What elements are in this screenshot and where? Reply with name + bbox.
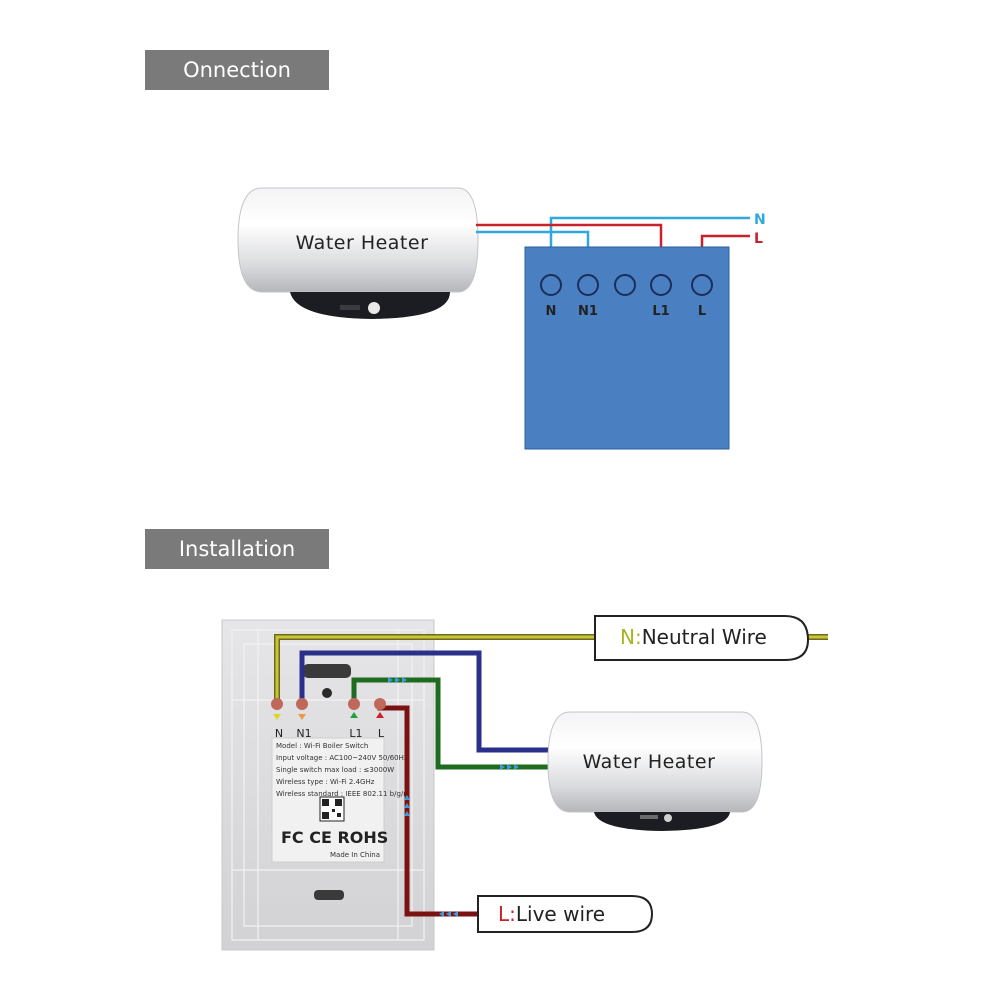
plate-terminal-n [271,698,283,710]
section-title-installation: Installation [145,529,329,569]
terminal-l1 [650,274,672,296]
cert-marks: FC CE ROHS [281,828,388,847]
module-terminals [540,274,713,296]
terminal-label-l: L [698,304,706,319]
plate-slot-bottom [314,890,344,900]
plate-terminal-l1 [348,698,360,710]
spec-line-load: Single switch max load : ≤3000W [276,766,394,774]
spec-line-model: Model : Wi-Fi Boiler Switch [276,742,368,750]
terminal-label-l1: L1 [652,304,669,319]
plate-ribs [231,629,425,941]
plate-terminal-l [374,698,386,710]
switch-module [524,246,730,450]
plate-slot-top [303,664,351,678]
water-heater-bottom: Water Heater [547,711,763,831]
heater-knob-icon [368,302,380,314]
plate-terminal-n1 [296,698,308,710]
spec-line-voltage: Input voltage : AC100~240V 50/60HZ [276,754,409,762]
terminal-n1 [577,274,599,296]
spec-line-wireless: Wireless type : Wi-Fi 2.4GHz [276,778,375,786]
plate-label-n1: N1 [296,727,311,740]
terminal-n [540,274,562,296]
neutral-wire-label: N [754,212,766,228]
spec-line-standard: Wireless standard : IEEE 802.11 b/g/n [276,790,408,798]
section-title-connection: Onnection [145,50,329,90]
terminal-blank [614,274,636,296]
heater-label-bottom: Water Heater [583,751,716,773]
plate-terminals [271,698,386,720]
connection-diagram: Water Heater N L N N1 L1 L [237,187,766,450]
direction-arrows [388,677,519,917]
live-wire-label: L [754,231,763,247]
live-wire-tag-text: L:Live wire [498,902,605,926]
qr-code-icon [319,796,345,822]
plate-label-l1: L1 [349,727,362,740]
neutral-wire-tag [594,615,810,661]
made-in-label: Made In China [330,851,380,859]
terminal-l [691,274,713,296]
heater-label: Water Heater [296,232,429,254]
terminal-label-n1: N1 [578,304,598,319]
terminal-label-n: N [546,304,557,319]
heater-knob-icon [664,814,672,822]
water-heater-top: Water Heater [237,187,479,319]
neutral-wire-tag-text: N:Neutral Wire [620,625,767,649]
plate-label-l: L [378,727,385,740]
installation-diagram: Model : Wi-Fi Boiler Switch Input voltag… [221,615,828,951]
live-wire-tag [477,895,654,933]
plate-label-n: N [275,727,283,740]
